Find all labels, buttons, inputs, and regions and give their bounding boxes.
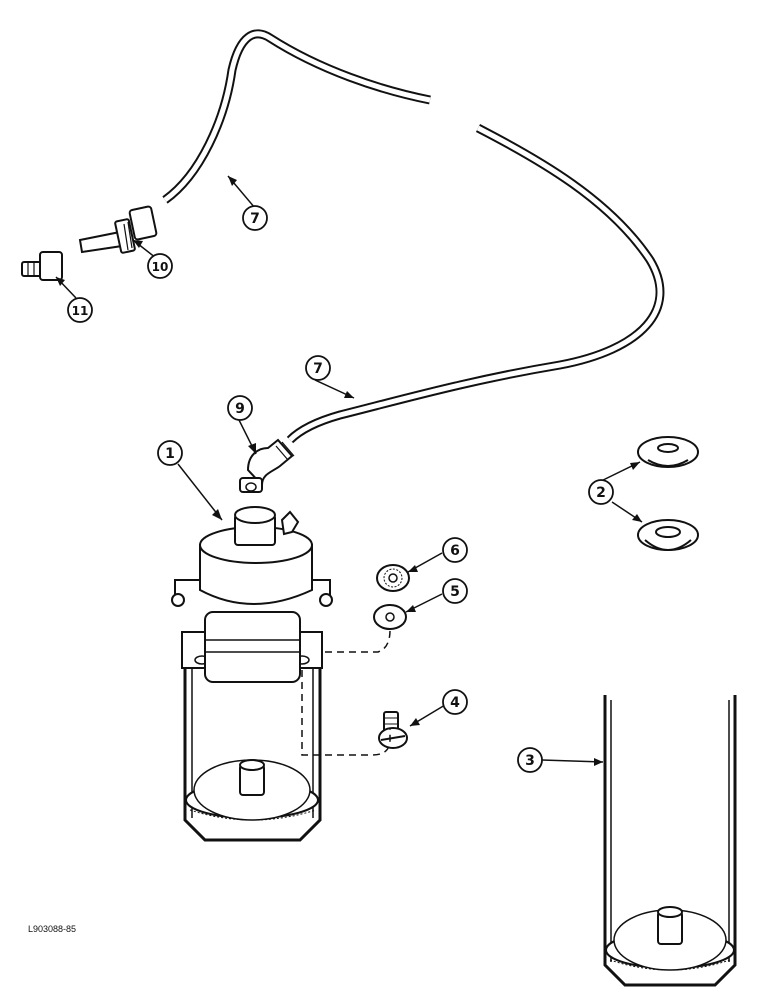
leader-lines xyxy=(55,175,643,766)
callout-label: 6 xyxy=(450,543,460,559)
callout-label: 7 xyxy=(313,361,323,377)
tube-lower xyxy=(286,124,665,444)
callout-9: 9 xyxy=(227,395,253,421)
callout-5: 5 xyxy=(442,578,468,604)
callout-label: 3 xyxy=(525,753,535,769)
callout-label: 5 xyxy=(450,584,460,600)
callout-6: 6 xyxy=(442,537,468,563)
callout-11: 11 xyxy=(67,297,93,323)
callout-4: 4 xyxy=(442,689,468,715)
callout-label: 7 xyxy=(250,211,260,227)
figure-code: L903088-85 xyxy=(28,924,76,934)
filter-assembly-1 xyxy=(171,506,333,842)
callout-label: 1 xyxy=(165,446,175,462)
callout-7a: 7 xyxy=(242,205,268,231)
fitting-11 xyxy=(21,251,63,281)
callout-label: 9 xyxy=(235,401,245,417)
elbow-fitting-9 xyxy=(239,438,295,493)
callout-label: 10 xyxy=(152,260,169,274)
callout-3: 3 xyxy=(517,747,543,773)
callout-label: 2 xyxy=(596,485,606,501)
washer-5 xyxy=(373,604,407,630)
assembly-dashed-lines xyxy=(301,629,391,756)
grommet-2 xyxy=(637,436,699,551)
callout-10: 10 xyxy=(147,253,173,279)
callout-label: 4 xyxy=(450,695,460,711)
callout-7b: 7 xyxy=(305,355,331,381)
callout-label: 11 xyxy=(72,304,89,318)
fitting-10 xyxy=(78,205,158,254)
guard-3 xyxy=(603,695,737,987)
callout-1: 1 xyxy=(157,440,183,466)
tube-upper xyxy=(162,29,431,204)
callout-2: 2 xyxy=(588,479,614,505)
screw-4 xyxy=(378,711,408,749)
lock-washer-6 xyxy=(376,564,410,592)
